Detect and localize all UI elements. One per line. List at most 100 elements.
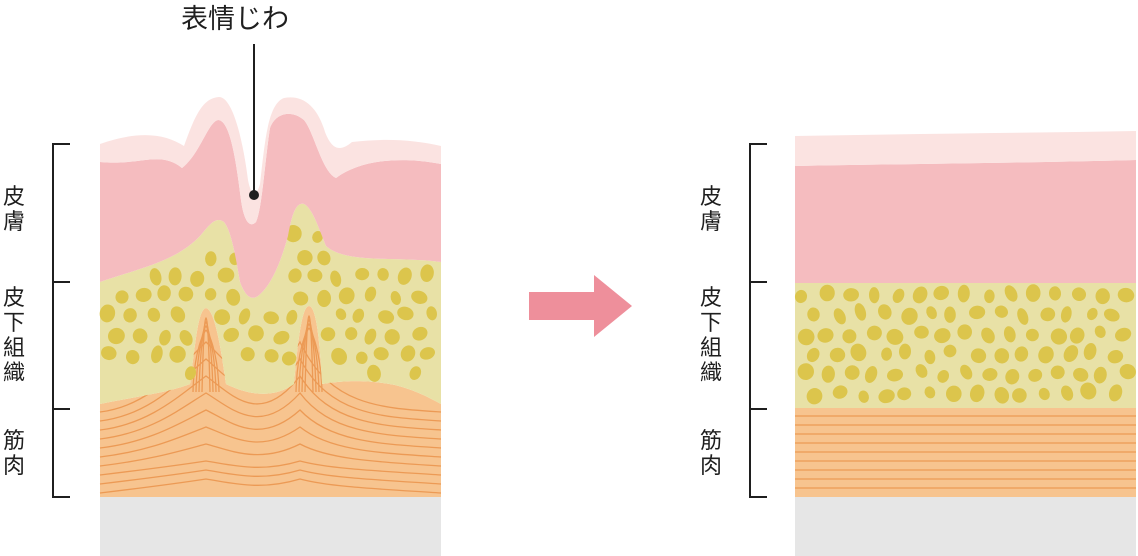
fat-globule (149, 268, 162, 286)
fat-globule (377, 268, 389, 281)
fat-globule (957, 324, 973, 340)
muscle-fiber-line (195, 325, 217, 393)
fat-globule (426, 306, 437, 321)
muscle-fiber-line (295, 327, 323, 393)
fat-globule (364, 286, 377, 302)
layer-label-skin: 皮膚 (3, 185, 25, 235)
fat-globule (994, 387, 1010, 404)
callout-title: 表情じわ (181, 4, 289, 35)
fat-globule (378, 310, 395, 324)
fat-globule (806, 347, 820, 363)
layer-label-muscle: 筋肉 (700, 429, 722, 479)
fat-globule (797, 328, 815, 346)
fat-globule (132, 328, 148, 344)
fat-globule (1038, 346, 1054, 364)
fat-globule (264, 349, 279, 363)
fat-globule (829, 347, 846, 363)
fat-globule (293, 291, 309, 306)
fat-globule (384, 329, 400, 345)
fat-globule (897, 387, 912, 401)
fat-globule (123, 308, 137, 323)
fat-globule (807, 307, 820, 322)
fat-globule (1071, 287, 1087, 301)
muscle-fiber-line (99, 469, 442, 485)
muscle-fiber-lines-right (795, 415, 1136, 489)
fat-globule (345, 327, 358, 341)
fat-globule (833, 308, 846, 325)
fat-globule (886, 368, 904, 382)
fat-globule (878, 389, 895, 404)
fat-globule (1012, 388, 1027, 403)
fat-globule (868, 287, 880, 304)
fat-globule (1063, 345, 1079, 363)
fat-globule (397, 306, 414, 321)
fat-globule (1080, 382, 1097, 400)
muscle-fiber-line (99, 478, 442, 494)
fat-globule (819, 284, 835, 302)
fat-layer-right (795, 283, 1136, 408)
fat-globule (1040, 307, 1056, 322)
fat-globule (892, 288, 905, 303)
fat-globule (866, 325, 882, 341)
muscle-fiber-line (99, 426, 442, 458)
fat-globule (288, 268, 302, 283)
fat-globule (1083, 343, 1097, 360)
fat-globule (157, 285, 171, 302)
muscle-fiber-line (99, 460, 442, 476)
fat-globule (1025, 328, 1039, 342)
fat-globule (994, 348, 1010, 364)
dermis-layer-left (100, 113, 441, 298)
fat-globule (944, 306, 956, 323)
fat-globule (390, 291, 401, 305)
fat-globule (1095, 288, 1110, 305)
fat-globule (969, 305, 986, 320)
fat-globule (1038, 387, 1050, 401)
fat-globule (914, 325, 929, 339)
fat-globule (821, 365, 835, 383)
muscle-fiber-lines-left (99, 315, 442, 494)
fat-globule (1014, 346, 1029, 362)
muscle-fiber-line (304, 315, 314, 393)
fat-globule (1017, 308, 1029, 325)
fat-globule (107, 327, 125, 345)
fat-globule (338, 287, 355, 305)
fat-globule (912, 286, 928, 304)
fat-globule (981, 327, 995, 344)
fat-globule (933, 285, 949, 301)
fat-globule (373, 347, 389, 361)
fat-globule (115, 290, 129, 304)
fat-globule (169, 345, 186, 363)
muscle-fiber-line (99, 391, 442, 440)
smooth-skin-panel (794, 131, 1136, 556)
fat-globule (147, 307, 161, 322)
fat-globule (159, 329, 171, 346)
fat-globule (217, 267, 235, 283)
fat-globule (331, 347, 348, 365)
fat-globule (170, 306, 186, 323)
fat-globule (934, 328, 951, 344)
fat-globule (842, 329, 857, 344)
fat-globule (817, 328, 834, 343)
muscle-fiber-line (201, 317, 211, 393)
muscle-fiber-line (198, 321, 214, 393)
epidermis-layer-left (100, 97, 441, 225)
fat-globule (806, 388, 823, 405)
fat-globule (238, 308, 251, 325)
fat-globule (864, 366, 878, 383)
fat-globule (307, 268, 323, 283)
fat-globule (420, 264, 434, 282)
fat-globule (151, 345, 163, 364)
fat-globule (850, 343, 867, 362)
fat-globule (1005, 368, 1020, 385)
fat-globule (1073, 367, 1089, 382)
fat-globule (179, 330, 193, 346)
fat-globule (1093, 366, 1107, 384)
dermis-layer-right (795, 160, 1136, 283)
fat-globule (412, 326, 428, 341)
fat-globule (969, 384, 985, 403)
fat-globule (135, 287, 152, 302)
fat-globule (411, 290, 428, 304)
fat-globule (943, 344, 957, 358)
